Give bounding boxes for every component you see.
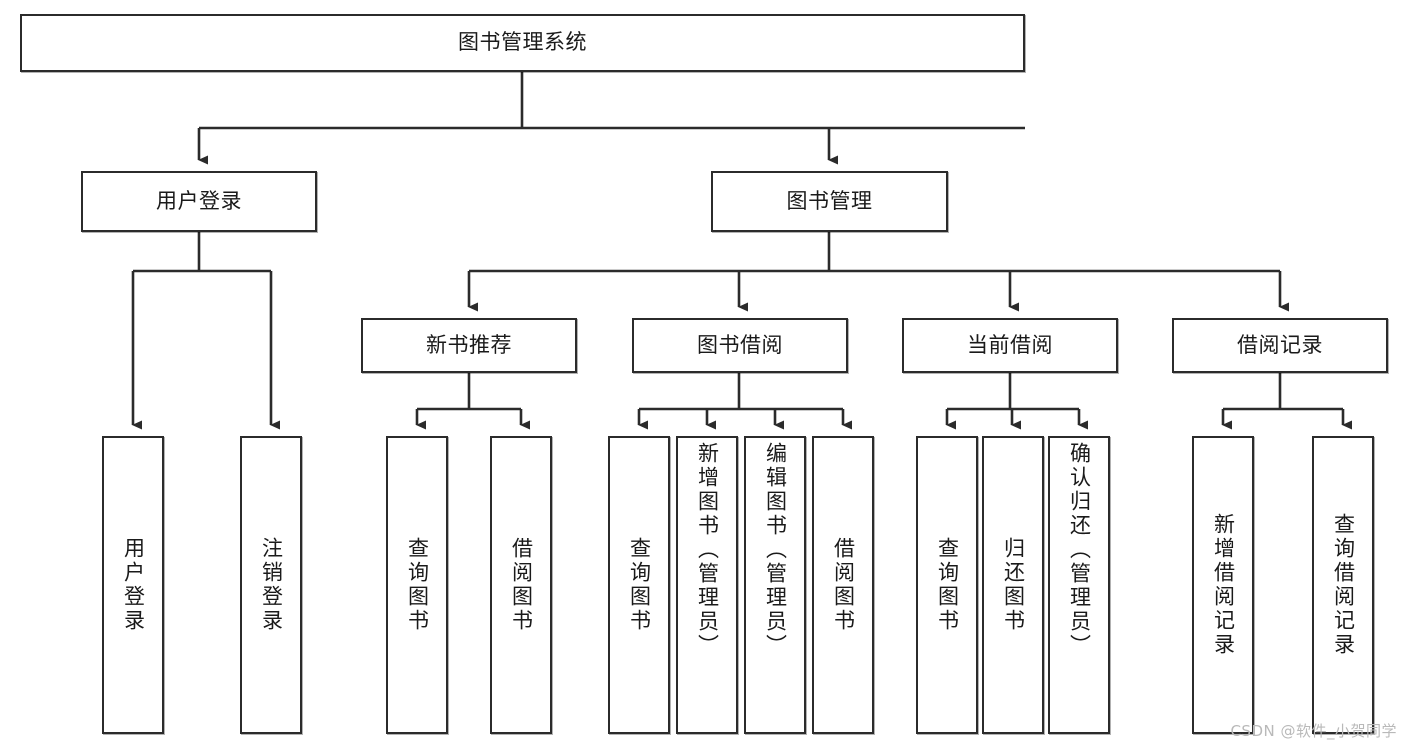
node-leaf-query-book-1-label: 查询图书 — [405, 537, 430, 633]
node-user-login[interactable]: 用户登录 — [81, 171, 317, 232]
node-leaf-return-book-label: 归还图书 — [1001, 537, 1026, 633]
node-leaf-add-book[interactable]: 新增图书（管理员） — [676, 436, 738, 734]
node-leaf-query-record[interactable]: 查询借阅记录 — [1312, 436, 1374, 734]
node-leaf-query-record-label: 查询借阅记录 — [1331, 513, 1356, 657]
node-leaf-query-book-3-label: 查询图书 — [935, 537, 960, 633]
node-leaf-borrow-book-2[interactable]: 借阅图书 — [812, 436, 874, 734]
node-leaf-confirm-return[interactable]: 确认归还（管理员） — [1048, 436, 1110, 734]
node-leaf-query-book-2-label: 查询图书 — [627, 537, 652, 633]
node-leaf-add-record[interactable]: 新增借阅记录 — [1192, 436, 1254, 734]
node-leaf-edit-book[interactable]: 编辑图书（管理员） — [744, 436, 806, 734]
node-leaf-edit-book-label: 编辑图书（管理员） — [763, 442, 788, 658]
node-leaf-user-login-label: 用户登录 — [121, 537, 146, 633]
node-new-book-recommend-label: 新书推荐 — [426, 332, 512, 357]
node-book-borrow[interactable]: 图书借阅 — [632, 318, 848, 373]
node-leaf-user-logout-label: 注销登录 — [259, 537, 284, 633]
node-root[interactable]: 图书管理系统 — [20, 14, 1025, 72]
node-new-book-recommend[interactable]: 新书推荐 — [361, 318, 577, 373]
node-user-login-label: 用户登录 — [156, 188, 242, 213]
node-root-label: 图书管理系统 — [458, 30, 587, 55]
node-leaf-user-login[interactable]: 用户登录 — [102, 436, 164, 734]
node-leaf-query-book-1[interactable]: 查询图书 — [386, 436, 448, 734]
node-leaf-confirm-return-label: 确认归还（管理员） — [1067, 442, 1092, 658]
node-book-management-label: 图书管理 — [786, 188, 873, 213]
node-leaf-borrow-book-1-label: 借阅图书 — [509, 537, 534, 633]
node-leaf-borrow-book-2-label: 借阅图书 — [831, 537, 856, 633]
node-leaf-add-record-label: 新增借阅记录 — [1211, 513, 1236, 657]
node-book-borrow-label: 图书借阅 — [697, 332, 783, 357]
node-book-management[interactable]: 图书管理 — [711, 171, 948, 232]
node-current-borrow-label: 当前借阅 — [967, 332, 1053, 357]
node-leaf-borrow-book-1[interactable]: 借阅图书 — [490, 436, 552, 734]
node-borrow-record[interactable]: 借阅记录 — [1172, 318, 1388, 373]
node-borrow-record-label: 借阅记录 — [1237, 332, 1323, 357]
node-leaf-add-book-label: 新增图书（管理员） — [695, 442, 720, 658]
node-leaf-return-book[interactable]: 归还图书 — [982, 436, 1044, 734]
node-leaf-user-logout[interactable]: 注销登录 — [240, 436, 302, 734]
node-current-borrow[interactable]: 当前借阅 — [902, 318, 1118, 373]
node-leaf-query-book-2[interactable]: 查询图书 — [608, 436, 670, 734]
node-leaf-query-book-3[interactable]: 查询图书 — [916, 436, 978, 734]
